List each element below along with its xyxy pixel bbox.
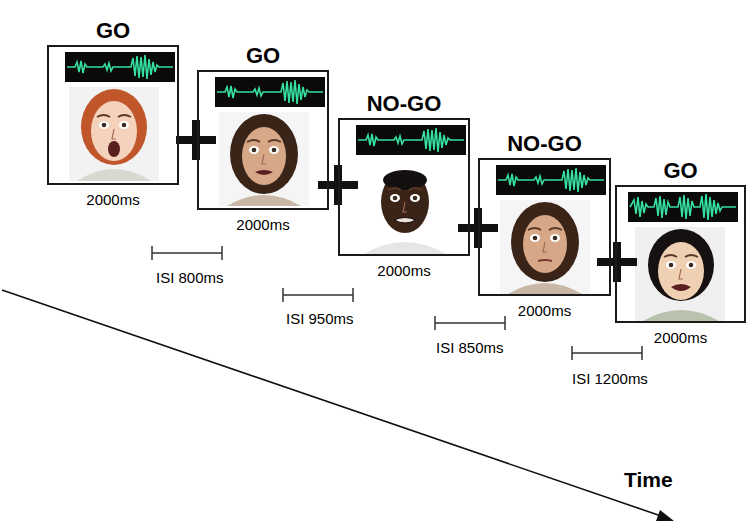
- duration-label: 2000ms: [179, 216, 347, 233]
- duration-label: 2000ms: [320, 262, 488, 279]
- stimulus-frame: NO-GO2000ms: [338, 118, 470, 256]
- axis-label: Time: [624, 468, 673, 492]
- time-arrow: [2, 290, 674, 521]
- isi-label: ISI 1200ms: [572, 370, 648, 387]
- trial-type-heading: GO: [29, 18, 197, 44]
- stimulus-frame: GO2000ms: [47, 45, 179, 185]
- duration-label: 2000ms: [460, 302, 629, 319]
- trial-type-heading: NO-GO: [320, 91, 488, 117]
- stimulus-frame: GO2000ms: [197, 70, 329, 210]
- stimulus-frame: NO-GO2000ms: [478, 158, 611, 296]
- stimulus-frame: GO2000ms: [615, 185, 746, 323]
- isi-label: ISI 800ms: [156, 269, 224, 286]
- isi-bar: [152, 246, 642, 360]
- trial-type-heading: GO: [179, 43, 347, 69]
- trial-type-heading: GO: [597, 158, 749, 184]
- isi-label: ISI 850ms: [436, 339, 504, 356]
- duration-label: 2000ms: [597, 329, 749, 346]
- trial-type-heading: NO-GO: [460, 131, 629, 157]
- isi-label: ISI 950ms: [286, 310, 354, 327]
- duration-label: 2000ms: [29, 191, 197, 208]
- fixation-cross: [176, 120, 637, 282]
